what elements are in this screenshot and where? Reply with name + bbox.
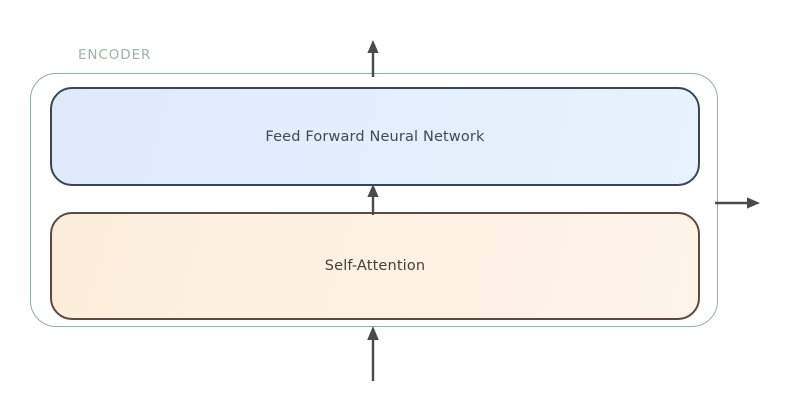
attention-to-ffn-arrow-icon [367, 184, 379, 215]
feed-forward-label: Feed Forward Neural Network [265, 128, 485, 145]
self-attention-block[interactable]: Self-Attention [50, 212, 700, 320]
output-arrow-right-icon [715, 197, 760, 209]
output-arrow-top-icon [367, 40, 379, 77]
feed-forward-block[interactable]: Feed Forward Neural Network [50, 87, 700, 186]
encoder-label: ENCODER [78, 47, 152, 63]
self-attention-label: Self-Attention [324, 258, 426, 274]
input-arrow-icon [367, 326, 379, 381]
